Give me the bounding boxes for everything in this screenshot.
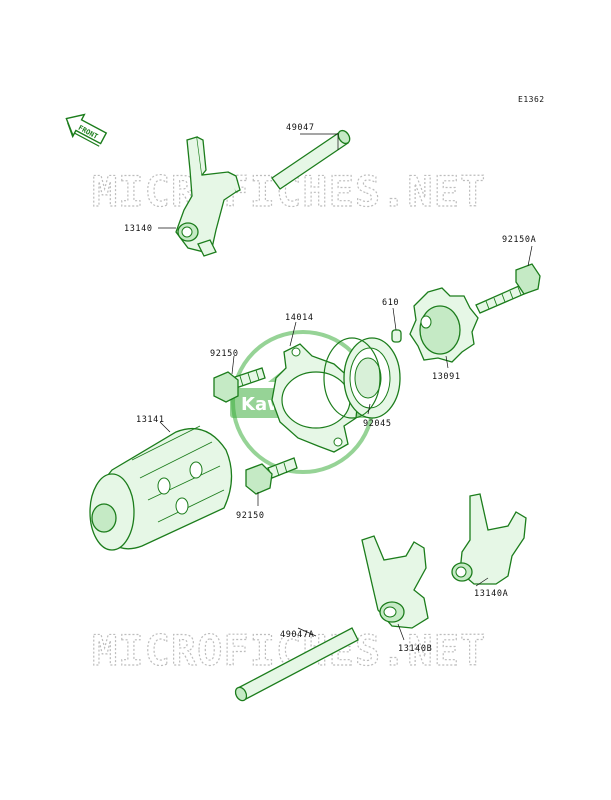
shift-drum-13141 xyxy=(89,425,233,551)
star-plate-13091 xyxy=(409,287,479,363)
shift-fork-13140 xyxy=(175,136,241,257)
shaft-49047 xyxy=(271,129,351,190)
shift-fork-13140A xyxy=(451,493,527,585)
shift-fork-13140B xyxy=(361,535,429,629)
bolt-92150-lower xyxy=(245,457,298,495)
part-label: 14014 xyxy=(285,313,314,323)
bolt-92150-upper xyxy=(213,367,266,403)
part-label: 49047A xyxy=(280,630,314,640)
part-label: 13141 xyxy=(136,415,165,425)
diagram-code: E1362 xyxy=(518,95,545,104)
part-label: 13140A xyxy=(474,589,508,599)
pin-610 xyxy=(391,329,402,343)
part-label: 49047 xyxy=(286,123,315,133)
bolt-92150A xyxy=(475,263,541,314)
bearing-92045 xyxy=(323,337,401,419)
part-label: 92150 xyxy=(210,349,239,359)
part-label: 92150 xyxy=(236,511,265,521)
part-label: 13140 xyxy=(124,224,153,234)
part-label: 13140B xyxy=(398,644,432,654)
shaft-49047A xyxy=(234,627,359,702)
part-label: 92045 xyxy=(363,419,392,429)
holder-plate-14014 xyxy=(271,343,359,453)
leader-lines xyxy=(158,133,533,641)
part-label: 92150A xyxy=(502,235,536,245)
front-arrow-icon: FRONT xyxy=(65,113,108,147)
part-label: 13091 xyxy=(432,372,461,382)
part-label: 610 xyxy=(382,298,399,308)
